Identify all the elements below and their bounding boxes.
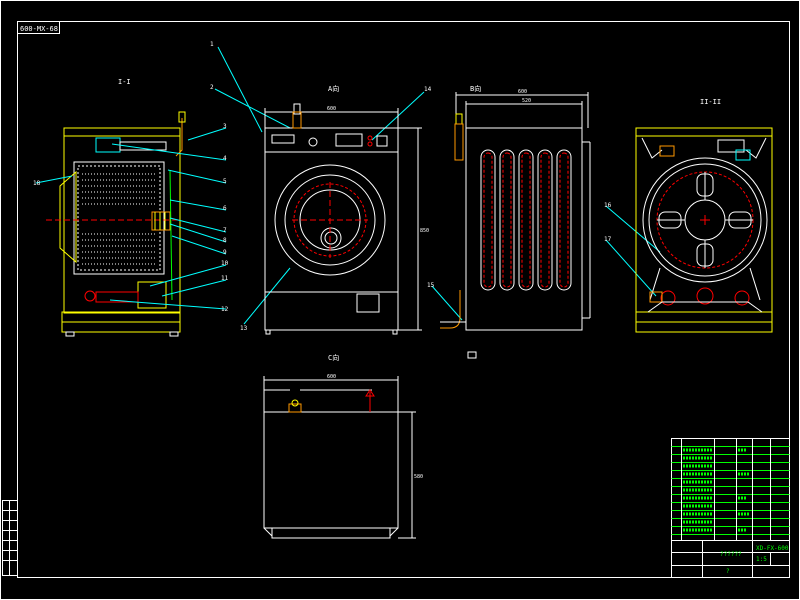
- title-block: [671, 438, 790, 578]
- callout-17: 17: [604, 236, 612, 243]
- revision-strip: [2, 500, 18, 576]
- title-tag: 600-MX-68: [17, 21, 60, 34]
- callout-15: 15: [427, 282, 435, 289]
- callout-numbers: 1 2 3 4 5 6 7 8 9 10 11 12 13 14 15 16 1…: [33, 41, 612, 332]
- back-width-outer-dim: 600: [518, 89, 527, 95]
- drawing-number: XD-FX-600: [756, 545, 789, 552]
- callout-16: 16: [604, 202, 612, 209]
- drawing-name: ??????: [720, 551, 742, 558]
- callout-leaders: [35, 46, 661, 325]
- callout-18: 18: [33, 180, 41, 187]
- front-view-label: A向: [328, 84, 339, 93]
- callout-6: 6: [223, 205, 227, 212]
- top-width-dim: 600: [327, 374, 336, 380]
- top-view: C向 600 580: [263, 353, 423, 539]
- back-view-label: B向: [470, 84, 481, 93]
- callout-2: 2: [210, 84, 214, 91]
- callout-13: 13: [240, 325, 248, 332]
- title-block-text: ?????? XD-FX-600 1:5 ?: [720, 545, 789, 575]
- top-view-label: C向: [328, 353, 339, 362]
- front-width-dim: 600: [327, 106, 336, 112]
- callout-14: 14: [424, 86, 432, 93]
- side-right-view: II-II: [635, 98, 773, 333]
- callout-5: 5: [223, 178, 227, 185]
- callout-11: 11: [221, 275, 229, 282]
- side-section-view: I-I: [46, 78, 186, 337]
- callout-1: 1: [210, 41, 214, 48]
- callout-7: 7: [223, 227, 227, 234]
- title-tag-text: 600-MX-68: [20, 25, 58, 33]
- front-height-dim: 850: [420, 228, 429, 234]
- parts-list-entries: [683, 448, 750, 532]
- callout-10: 10: [221, 260, 229, 267]
- callout-9: 9: [223, 249, 227, 256]
- back-view: B向 600 520: [440, 84, 591, 359]
- callout-8: 8: [223, 237, 227, 244]
- scale-label: 1:5: [756, 556, 767, 563]
- side-right-view-label: II-II: [700, 98, 721, 106]
- callout-12: 12: [221, 306, 229, 313]
- callout-4: 4: [223, 155, 227, 162]
- front-view: A向 600 850: [264, 84, 429, 335]
- top-depth-dim: 580: [414, 474, 423, 480]
- back-width-inner-dim: 520: [522, 98, 531, 104]
- side-section-label: I-I: [118, 78, 131, 86]
- callout-3: 3: [223, 123, 227, 130]
- sheet-label: ?: [726, 568, 730, 575]
